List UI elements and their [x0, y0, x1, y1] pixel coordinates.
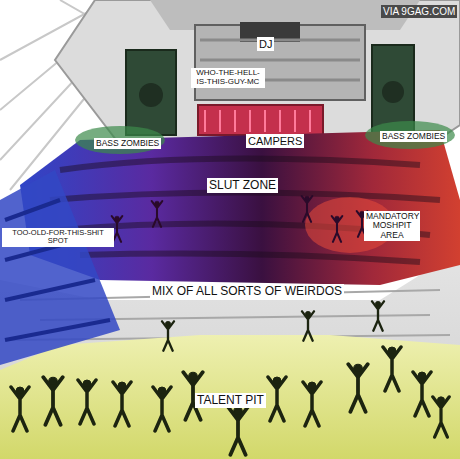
zone-label: WHO-THE-HELL-IS-THIS-GUY-MC — [191, 68, 265, 88]
zone-label: SLUT ZONE — [207, 178, 278, 193]
watermark: VIA 9GAG.COM — [381, 5, 457, 18]
zone-label: TALENT PIT — [195, 393, 266, 408]
zone-label: DJ — [257, 37, 274, 51]
crowd-figures-dark — [112, 196, 368, 242]
zone-label: MANDATORY MOSHPIT AREA — [364, 211, 420, 241]
zone-label: CAMPERS — [246, 134, 304, 148]
zone-label: MIX OF ALL SORTS OF WEIRDOS — [150, 284, 344, 299]
crowd-figures — [11, 301, 449, 454]
zone-label: BASS ZOMBIES — [380, 131, 447, 142]
zone-label: BASS ZOMBIES — [94, 138, 161, 149]
zone-label: TOO-OLD-FOR-THIS-SHIT SPOT — [2, 228, 114, 247]
crowd-zones — [0, 121, 460, 459]
